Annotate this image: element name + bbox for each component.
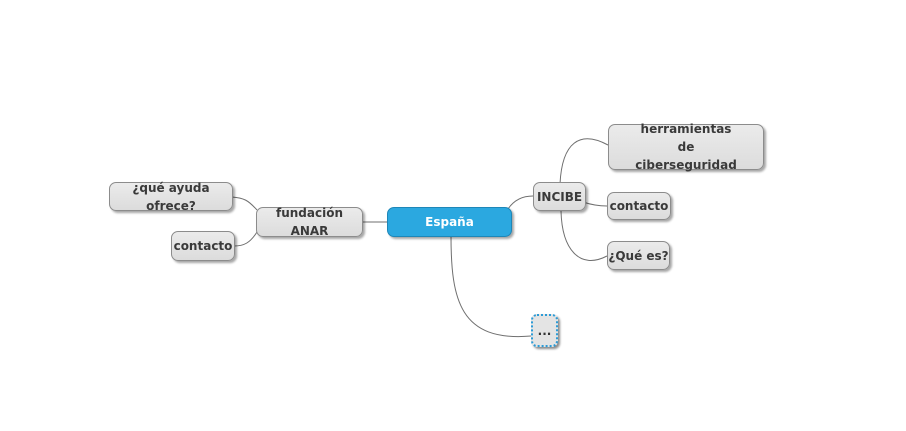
connector-anar-contacto	[233, 231, 258, 247]
connector-root-placeholder	[450, 235, 532, 338]
node-placeholder-new[interactable]: ...	[531, 314, 558, 347]
connector-incibe-contacto	[582, 201, 608, 207]
node-anar-contacto-label: contacto	[173, 239, 233, 253]
connector-anar-ayuda	[231, 196, 258, 211]
node-incibe-contacto-label: contacto	[609, 199, 669, 213]
node-herramientas-ciberseguridad[interactable]: herramientas de ciberseguridad	[608, 122, 764, 172]
node-incibe-label: INCIBE	[536, 189, 583, 204]
node-que-ayuda-ofrece[interactable]: ¿qué ayuda ofrece?	[109, 181, 233, 213]
node-que-es[interactable]: ¿Qué es?	[607, 241, 670, 270]
connector-incibe-herramientas	[559, 138, 609, 185]
root-node-label: España	[425, 215, 474, 229]
node-placeholder-label: ...	[537, 323, 552, 338]
root-node-espana[interactable]: España	[387, 207, 512, 237]
node-herramientas-label: herramientas de ciberseguridad	[635, 122, 737, 172]
node-fundacion-anar-label: fundación ANAR	[275, 206, 343, 238]
connector-incibe-quees	[560, 210, 608, 261]
node-incibe[interactable]: INCIBE	[533, 182, 586, 211]
node-que-es-label: ¿Qué es?	[608, 248, 669, 263]
node-fundacion-anar[interactable]: fundación ANAR	[256, 206, 363, 238]
node-que-ayuda-ofrece-label: ¿qué ayuda ofrece?	[132, 180, 210, 213]
node-incibe-contacto[interactable]: contacto	[607, 192, 671, 220]
node-anar-contacto[interactable]: contacto	[171, 231, 235, 261]
connector-root-incibe	[507, 195, 534, 210]
